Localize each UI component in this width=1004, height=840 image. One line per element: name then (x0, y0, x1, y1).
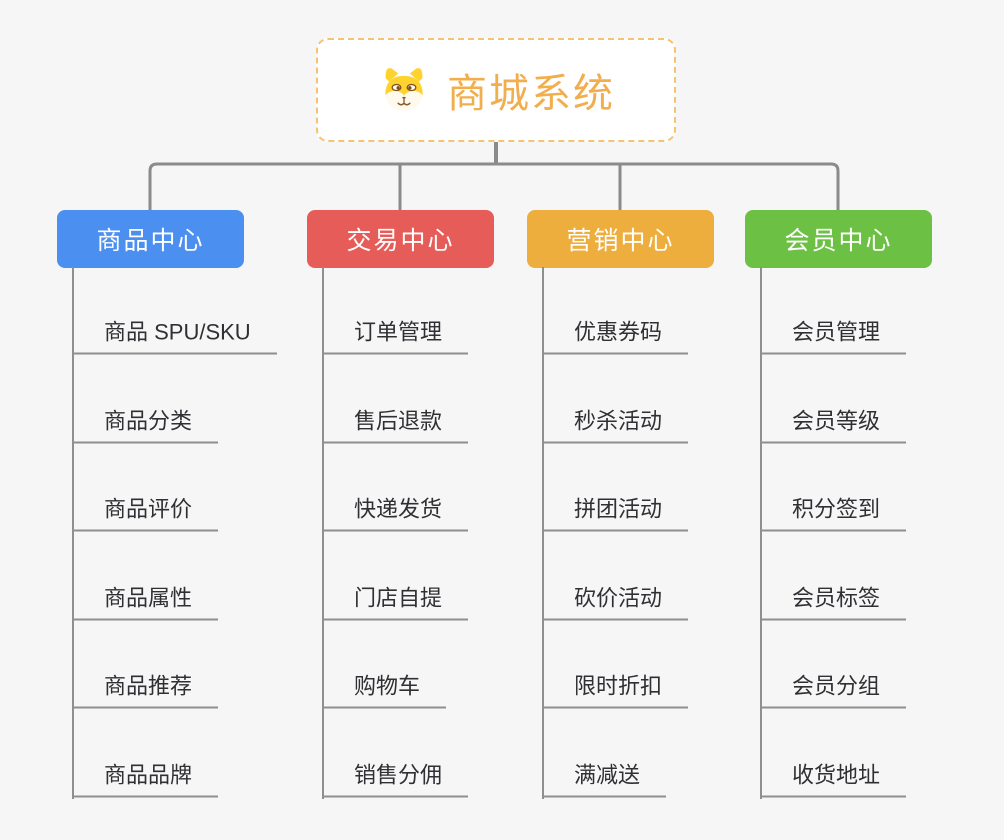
branch-column-product-center: 商品 SPU/SKU 商品分类 商品评价 商品属性 商品推荐 商品品牌 (72, 267, 277, 799)
leaf-topic[interactable]: 会员等级 (762, 408, 907, 443)
branch-header-label: 交易中心 (346, 227, 455, 255)
branch-header-trade-center[interactable]: 交易中心 (307, 210, 494, 268)
branch-header-product-center[interactable]: 商品中心 (57, 210, 244, 268)
root-topic[interactable]: 商城系统 (316, 38, 676, 142)
leaf-topic[interactable]: 秒杀活动 (544, 408, 689, 443)
branch-header-label: 商品中心 (96, 227, 205, 255)
leaf-topic[interactable]: 商品品牌 (74, 762, 219, 797)
leaf-topic[interactable]: 满减送 (544, 762, 667, 797)
leaf-topic[interactable]: 快递发货 (324, 496, 469, 531)
leaf-topic[interactable]: 砍价活动 (544, 585, 689, 620)
dog-face-icon (385, 68, 423, 111)
branch-header-label: 营销中心 (566, 227, 675, 255)
root-topic-label: 商城系统 (447, 72, 615, 116)
branch-header-member-center[interactable]: 会员中心 (745, 210, 932, 268)
branch-header-label: 会员中心 (784, 227, 893, 255)
leaf-topic[interactable]: 优惠券码 (544, 319, 689, 354)
leaf-topic[interactable]: 商品分类 (74, 408, 219, 443)
leaf-topic[interactable]: 会员标签 (762, 585, 907, 620)
leaf-topic[interactable]: 拼团活动 (544, 496, 689, 531)
leaf-topic[interactable]: 订单管理 (324, 319, 469, 354)
branch-header-marketing-center[interactable]: 营销中心 (527, 210, 714, 268)
leaf-topic[interactable]: 收货地址 (762, 762, 907, 797)
branch-column-member-center: 会员管理 会员等级 积分签到 会员标签 会员分组 收货地址 (760, 267, 907, 799)
branch-column-marketing-center: 优惠券码 秒杀活动 拼团活动 砍价活动 限时折扣 满减送 (542, 267, 689, 799)
leaf-topic[interactable]: 会员分组 (762, 673, 907, 708)
leaf-topic[interactable]: 会员管理 (762, 319, 907, 354)
leaf-topic[interactable]: 商品推荐 (74, 673, 219, 708)
leaf-topic[interactable]: 商品评价 (74, 496, 219, 531)
leaf-topic[interactable]: 门店自提 (324, 585, 469, 620)
leaf-topic[interactable]: 积分签到 (762, 496, 907, 531)
branch-column-trade-center: 订单管理 售后退款 快递发货 门店自提 购物车 销售分佣 (322, 267, 469, 799)
leaf-topic[interactable]: 销售分佣 (324, 762, 469, 797)
leaf-topic[interactable]: 商品 SPU/SKU (74, 319, 277, 354)
leaf-topic[interactable]: 购物车 (324, 673, 447, 708)
leaf-topic[interactable]: 商品属性 (74, 585, 219, 620)
leaf-topic[interactable]: 限时折扣 (544, 673, 689, 708)
leaf-topic[interactable]: 售后退款 (324, 408, 469, 443)
